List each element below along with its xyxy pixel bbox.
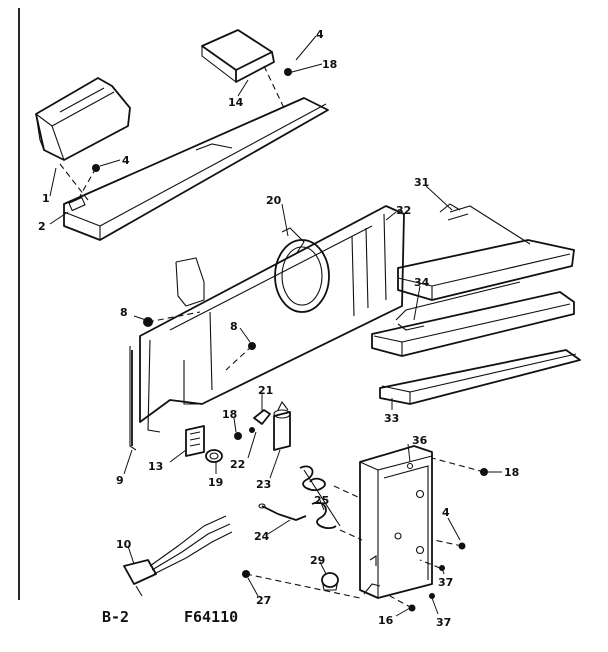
part-top-rail — [63, 97, 329, 241]
part-bracket-top — [201, 29, 275, 83]
callout-8b: 8 — [230, 320, 238, 333]
callout-21: 21 — [258, 384, 273, 397]
assembly-dashed-lines — [59, 65, 485, 609]
part-lower-bar — [379, 349, 581, 405]
part-probe-24 — [258, 503, 307, 521]
callout-8a: 8 — [120, 306, 128, 319]
part-clip-21 — [253, 409, 271, 425]
callout-4a: 4 — [316, 28, 324, 41]
part-control-box — [359, 445, 433, 599]
part-grommet-19 — [205, 449, 223, 463]
callout-9: 9 — [116, 474, 124, 487]
callout-37a: 37 — [438, 576, 453, 589]
callout-13: 13 — [148, 460, 163, 473]
part-capacitor-23 — [273, 400, 291, 451]
callout-20: 20 — [266, 194, 282, 207]
caption-figure-number: F64110 — [184, 608, 238, 626]
callout-36: 36 — [412, 434, 428, 447]
callout-24: 24 — [254, 530, 270, 543]
callout-19: 19 — [208, 476, 223, 489]
caption-section: B-2 — [102, 608, 129, 626]
callout-2: 2 — [38, 220, 46, 233]
callout-18c: 18 — [504, 466, 519, 479]
callout-22: 22 — [230, 458, 245, 471]
callout-25: 25 — [314, 494, 329, 507]
part-top-tray — [397, 203, 575, 301]
callout-27: 27 — [256, 594, 271, 607]
callout-labels: 4 18 14 4 1 2 20 31 32 8 8 34 33 21 18 2… — [38, 28, 519, 629]
part-bracket-left — [35, 77, 131, 161]
callout-16: 16 — [378, 614, 394, 627]
callout-34: 34 — [414, 276, 430, 289]
figure-caption: B-2 F64110 — [102, 608, 238, 626]
callout-33: 33 — [384, 412, 399, 425]
fastener-screws — [92, 68, 488, 612]
part-bulkhead-panel — [129, 205, 405, 451]
leader-lines — [49, 35, 502, 617]
callout-4c: 4 — [442, 506, 450, 519]
callout-10: 10 — [116, 538, 132, 551]
callout-23: 23 — [256, 478, 271, 491]
part-bracket-13 — [185, 425, 205, 457]
callout-29: 29 — [310, 554, 325, 567]
callout-1: 1 — [42, 192, 50, 205]
part-middle-tray — [371, 281, 575, 357]
callout-18b: 18 — [222, 408, 237, 421]
callout-37b: 37 — [436, 616, 451, 629]
part-power-cord-10 — [123, 515, 233, 597]
callout-32: 32 — [396, 204, 411, 217]
callout-31: 31 — [414, 176, 429, 189]
callout-14: 14 — [228, 96, 244, 109]
part-knob-29 — [321, 572, 339, 591]
callout-4b: 4 — [122, 154, 130, 167]
callout-18a: 18 — [322, 58, 337, 71]
